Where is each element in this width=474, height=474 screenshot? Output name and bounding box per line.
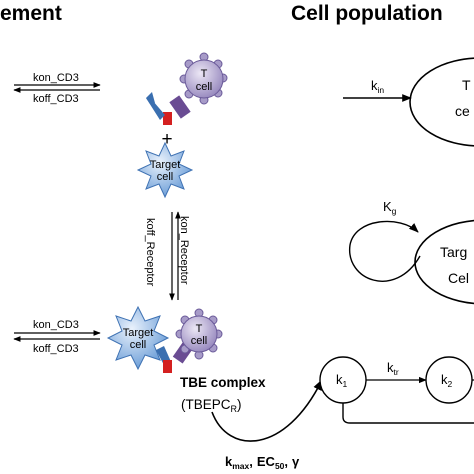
t-cell-label-line1: T — [201, 68, 208, 80]
t-cell-body — [184, 59, 224, 99]
receptor-binding: kon_Receptor koff_Receptor — [144, 211, 190, 301]
koff-cd3-label-bottom: koff_CD3 — [33, 343, 79, 355]
target-cell-mid: Target cell — [136, 141, 194, 199]
target-cell-compartment — [414, 219, 474, 305]
t-cell-population: kin T ce — [343, 57, 474, 147]
target-cell-label-line1: Target — [150, 159, 181, 171]
target-cell-star — [106, 305, 170, 371]
t-cell-label-line2: cell — [196, 81, 213, 93]
cd3-arm — [169, 95, 191, 119]
tbe-complex-name: TBE complex — [180, 375, 266, 390]
effect-curve-arrow — [211, 378, 323, 442]
kon-cd3-label-bottom: kon_CD3 — [33, 319, 79, 331]
transit-chain: k1 ktr k2 — [319, 356, 474, 424]
t-cell-label-line2: cell — [191, 335, 208, 347]
target-cell-complex: Target cell — [106, 305, 170, 371]
kg-label: Kg — [383, 199, 397, 216]
ktr-label: ktr — [387, 360, 399, 377]
effect-parameters: kmax,EC50,γ — [225, 454, 300, 471]
target-cell-compartment-label-line1: Targ — [440, 244, 467, 260]
feedback-connector — [342, 403, 474, 424]
tbe-complex: Target cell T cell — [106, 305, 223, 373]
antibody-stem — [163, 112, 172, 125]
target-cell-population: Kg Targ Cel — [349, 199, 474, 305]
t-cell-compartment-label-line2: ce — [455, 103, 470, 119]
t-cell-top: T cell — [179, 52, 228, 105]
t-cell-compartment-label-line1: T — [462, 77, 471, 93]
plus-sign: + — [161, 129, 172, 150]
kon-cd3-label-top: kon_CD3 — [33, 72, 79, 84]
receptor-binder-fork — [146, 92, 155, 104]
t-cell-label-line1: T — [196, 323, 203, 335]
kin-label: kin — [371, 78, 384, 95]
target-cell-label-line2: cell — [157, 171, 174, 183]
target-cell-star — [136, 141, 194, 199]
kon-receptor-label: kon_Receptor — [178, 216, 190, 285]
antibody-stem — [163, 360, 172, 373]
t-cell-compartment — [409, 57, 474, 147]
t-cell-body — [180, 315, 218, 353]
t-cell-complex: T cell — [175, 308, 223, 360]
left-panel-title: ement — [0, 2, 62, 25]
target-cell-compartment-label-line2: Cel — [448, 270, 469, 286]
tbe-antibody-top — [146, 92, 191, 125]
target-cell-label-line2: cell — [130, 339, 147, 351]
cd3-binding-top: kon_CD3 koff_CD3 — [13, 72, 101, 105]
tbe-complex-abbreviation: (TBEPCR) — [181, 397, 242, 414]
k1-label: k1 — [336, 372, 348, 389]
target-cell-label-line1: Target — [123, 327, 154, 339]
kg-self-loop — [349, 220, 421, 282]
koff-cd3-label-top: koff_CD3 — [33, 93, 79, 105]
right-panel-title: Cell population — [291, 2, 443, 25]
koff-receptor-label: koff_Receptor — [144, 218, 156, 287]
k2-label: k2 — [441, 372, 453, 389]
cd3-binding-bottom: kon_CD3 koff_CD3 — [13, 319, 101, 355]
